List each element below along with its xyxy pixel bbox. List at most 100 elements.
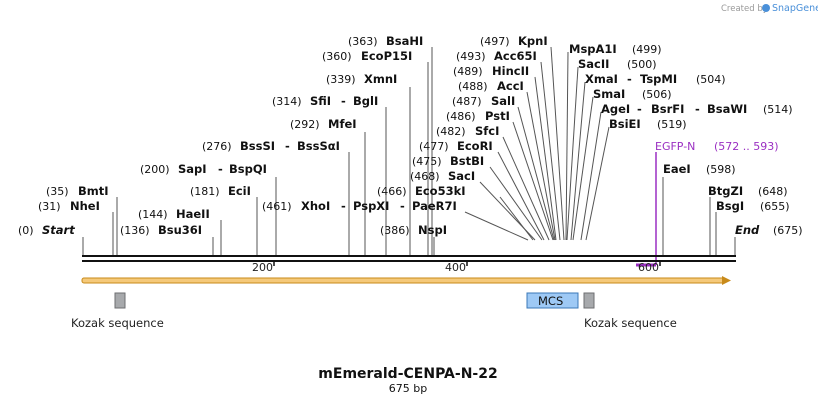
site-name-bsawi[interactable]: BsaWI xyxy=(707,102,747,116)
site-name-bsssi[interactable]: BssSI xyxy=(240,139,275,153)
site-name-bsu36i[interactable]: Bsu36I xyxy=(158,223,202,237)
site-line-saci xyxy=(479,181,536,241)
site-pos-btgzi: (648) xyxy=(758,185,788,198)
site-name-ecii[interactable]: EciI xyxy=(228,184,251,198)
site-name-paer7i[interactable]: PaeR7I xyxy=(412,199,457,213)
site-name-bsahi[interactable]: BsaHI xyxy=(386,34,423,48)
site-name-ecop15i[interactable]: EcoP15I xyxy=(361,49,412,63)
site-pos-mfei: (292) xyxy=(290,118,320,131)
site-pos-bsahi: (363) xyxy=(348,35,378,48)
mcs-label: MCS xyxy=(538,294,563,308)
site-name-xmni[interactable]: XmnI xyxy=(364,72,397,86)
feature-mcs[interactable]: MCS xyxy=(526,292,579,309)
site-name-xmai[interactable]: XmaI xyxy=(585,72,618,86)
tick-label-400: 400 xyxy=(445,261,466,274)
snapgene-logo-icon xyxy=(762,4,770,12)
site-pos-hincii: (489) xyxy=(453,65,483,78)
site-name-sfii[interactable]: SfiI xyxy=(310,94,331,108)
site-name-xhoi[interactable]: XhoI xyxy=(301,199,330,213)
site-pos-ecori: (477) xyxy=(419,140,449,153)
site-name-bsrfi[interactable]: BsrFI xyxy=(651,102,684,116)
site-pos-psti: (486) xyxy=(446,110,476,123)
site-line-eco53ki xyxy=(499,196,534,241)
site-pos-sali: (487) xyxy=(452,95,482,108)
site-pos-eaei: (598) xyxy=(706,163,736,176)
site-name-bmti[interactable]: BmtI xyxy=(78,184,109,198)
site-name-haeii[interactable]: HaeII xyxy=(176,207,210,221)
site-line-ecori xyxy=(497,151,545,241)
plasmid-title: mEmerald-CENPA-N-22 xyxy=(318,366,497,382)
site-name-mspa1i[interactable]: MspA1I xyxy=(569,42,617,56)
site-name-agei[interactable]: AgeI xyxy=(601,102,630,116)
site-name-btgzi[interactable]: BtgZI xyxy=(708,184,743,198)
orf-arrow[interactable] xyxy=(81,276,731,285)
site-line-hincii xyxy=(534,76,557,241)
site-labels: (0) Start End (675) (31) NheI (35) BmtI … xyxy=(18,34,803,237)
site-pos-ecii: (181) xyxy=(190,185,220,198)
orf-arrow-head xyxy=(722,276,731,285)
site-lines xyxy=(82,46,736,256)
site-pos-ecop15i: (360) xyxy=(322,50,352,63)
site-sep-bsssi: - xyxy=(285,139,290,153)
site-name-bsssai[interactable]: BssSαI xyxy=(297,139,340,153)
site-name-eco53ki[interactable]: Eco53kI xyxy=(415,184,466,198)
site-name-mfei[interactable]: MfeI xyxy=(328,117,357,131)
site-pos-bsiei: (519) xyxy=(657,118,687,131)
site-name-saci[interactable]: SacI xyxy=(448,169,475,183)
site-pos-xmni: (339) xyxy=(326,73,356,86)
site-pos-bsgi: (655) xyxy=(760,200,790,213)
site-name-bspqi[interactable]: BspQI xyxy=(229,162,267,176)
site-name-tspmi[interactable]: TspMI xyxy=(640,72,677,86)
site-name-sacii[interactable]: SacII xyxy=(578,57,609,71)
site-sep-xhoi-2: - xyxy=(400,199,405,213)
egfp-primer[interactable]: EGFP-N (572 .. 593) xyxy=(636,140,779,267)
site-name-bsgi[interactable]: BsgI xyxy=(716,199,744,213)
site-line-agei xyxy=(580,111,602,241)
credit-text: Created by xyxy=(721,4,768,14)
site-pos-nhei: (31) xyxy=(38,200,61,213)
site-pos-haeii: (144) xyxy=(138,208,168,221)
site-pos-bsu36i: (136) xyxy=(120,224,150,237)
feature-kozak-2[interactable]: Kozak sequence xyxy=(583,292,677,330)
site-name-bstbi[interactable]: BstBI xyxy=(450,154,484,168)
site-name-acc65i[interactable]: Acc65I xyxy=(494,49,537,63)
site-name-bgli[interactable]: BglI xyxy=(353,94,378,108)
site-sep-agei-1: - xyxy=(637,102,642,116)
site-name-sali[interactable]: SalI xyxy=(491,94,515,108)
mcs-box xyxy=(526,292,579,309)
egfp-name: EGFP-N xyxy=(655,140,695,153)
site-name-smai[interactable]: SmaI xyxy=(593,87,625,101)
plasmid-length: 675 bp xyxy=(389,382,427,395)
site-pos-nspi: (386) xyxy=(380,224,410,237)
site-line-bstbi xyxy=(489,166,543,241)
end-pos: (675) xyxy=(773,224,803,237)
kozak-1-label: Kozak sequence xyxy=(71,316,164,330)
site-line-smai xyxy=(572,96,594,241)
site-pos-mspa1i: (499) xyxy=(632,43,662,56)
site-name-acci[interactable]: AccI xyxy=(497,79,524,93)
site-pos-xhoi: (461) xyxy=(262,200,292,213)
site-name-ecori[interactable]: EcoRI xyxy=(457,139,493,153)
feature-kozak-1[interactable]: Kozak sequence xyxy=(71,292,164,330)
site-name-kpni[interactable]: KpnI xyxy=(518,34,548,48)
site-name-nspi[interactable]: NspI xyxy=(418,223,447,237)
site-name-pspxi[interactable]: PspXI xyxy=(353,199,389,213)
site-pos-smai: (506) xyxy=(642,88,672,101)
site-pos-bstbi: (475) xyxy=(412,155,442,168)
site-pos-sfci: (482) xyxy=(436,125,466,138)
site-line-xmai xyxy=(570,81,586,241)
egfp-range: (572 .. 593) xyxy=(714,140,779,153)
site-name-nhei[interactable]: NheI xyxy=(70,199,100,213)
site-name-psti[interactable]: PstI xyxy=(485,109,510,123)
site-name-sapi[interactable]: SapI xyxy=(178,162,207,176)
site-name-bsiei[interactable]: BsiEI xyxy=(609,117,641,131)
site-line-kpni xyxy=(550,46,565,241)
site-name-sfci[interactable]: SfcI xyxy=(475,124,499,138)
site-name-eaei[interactable]: EaeI xyxy=(663,162,691,176)
snapgene-credit: Created by SnapGene xyxy=(721,3,818,14)
site-name-hincii[interactable]: HincII xyxy=(492,64,529,78)
credit-brand: SnapGene xyxy=(772,3,818,14)
site-line-sfci xyxy=(502,136,550,241)
site-line-xhoi xyxy=(464,211,529,241)
